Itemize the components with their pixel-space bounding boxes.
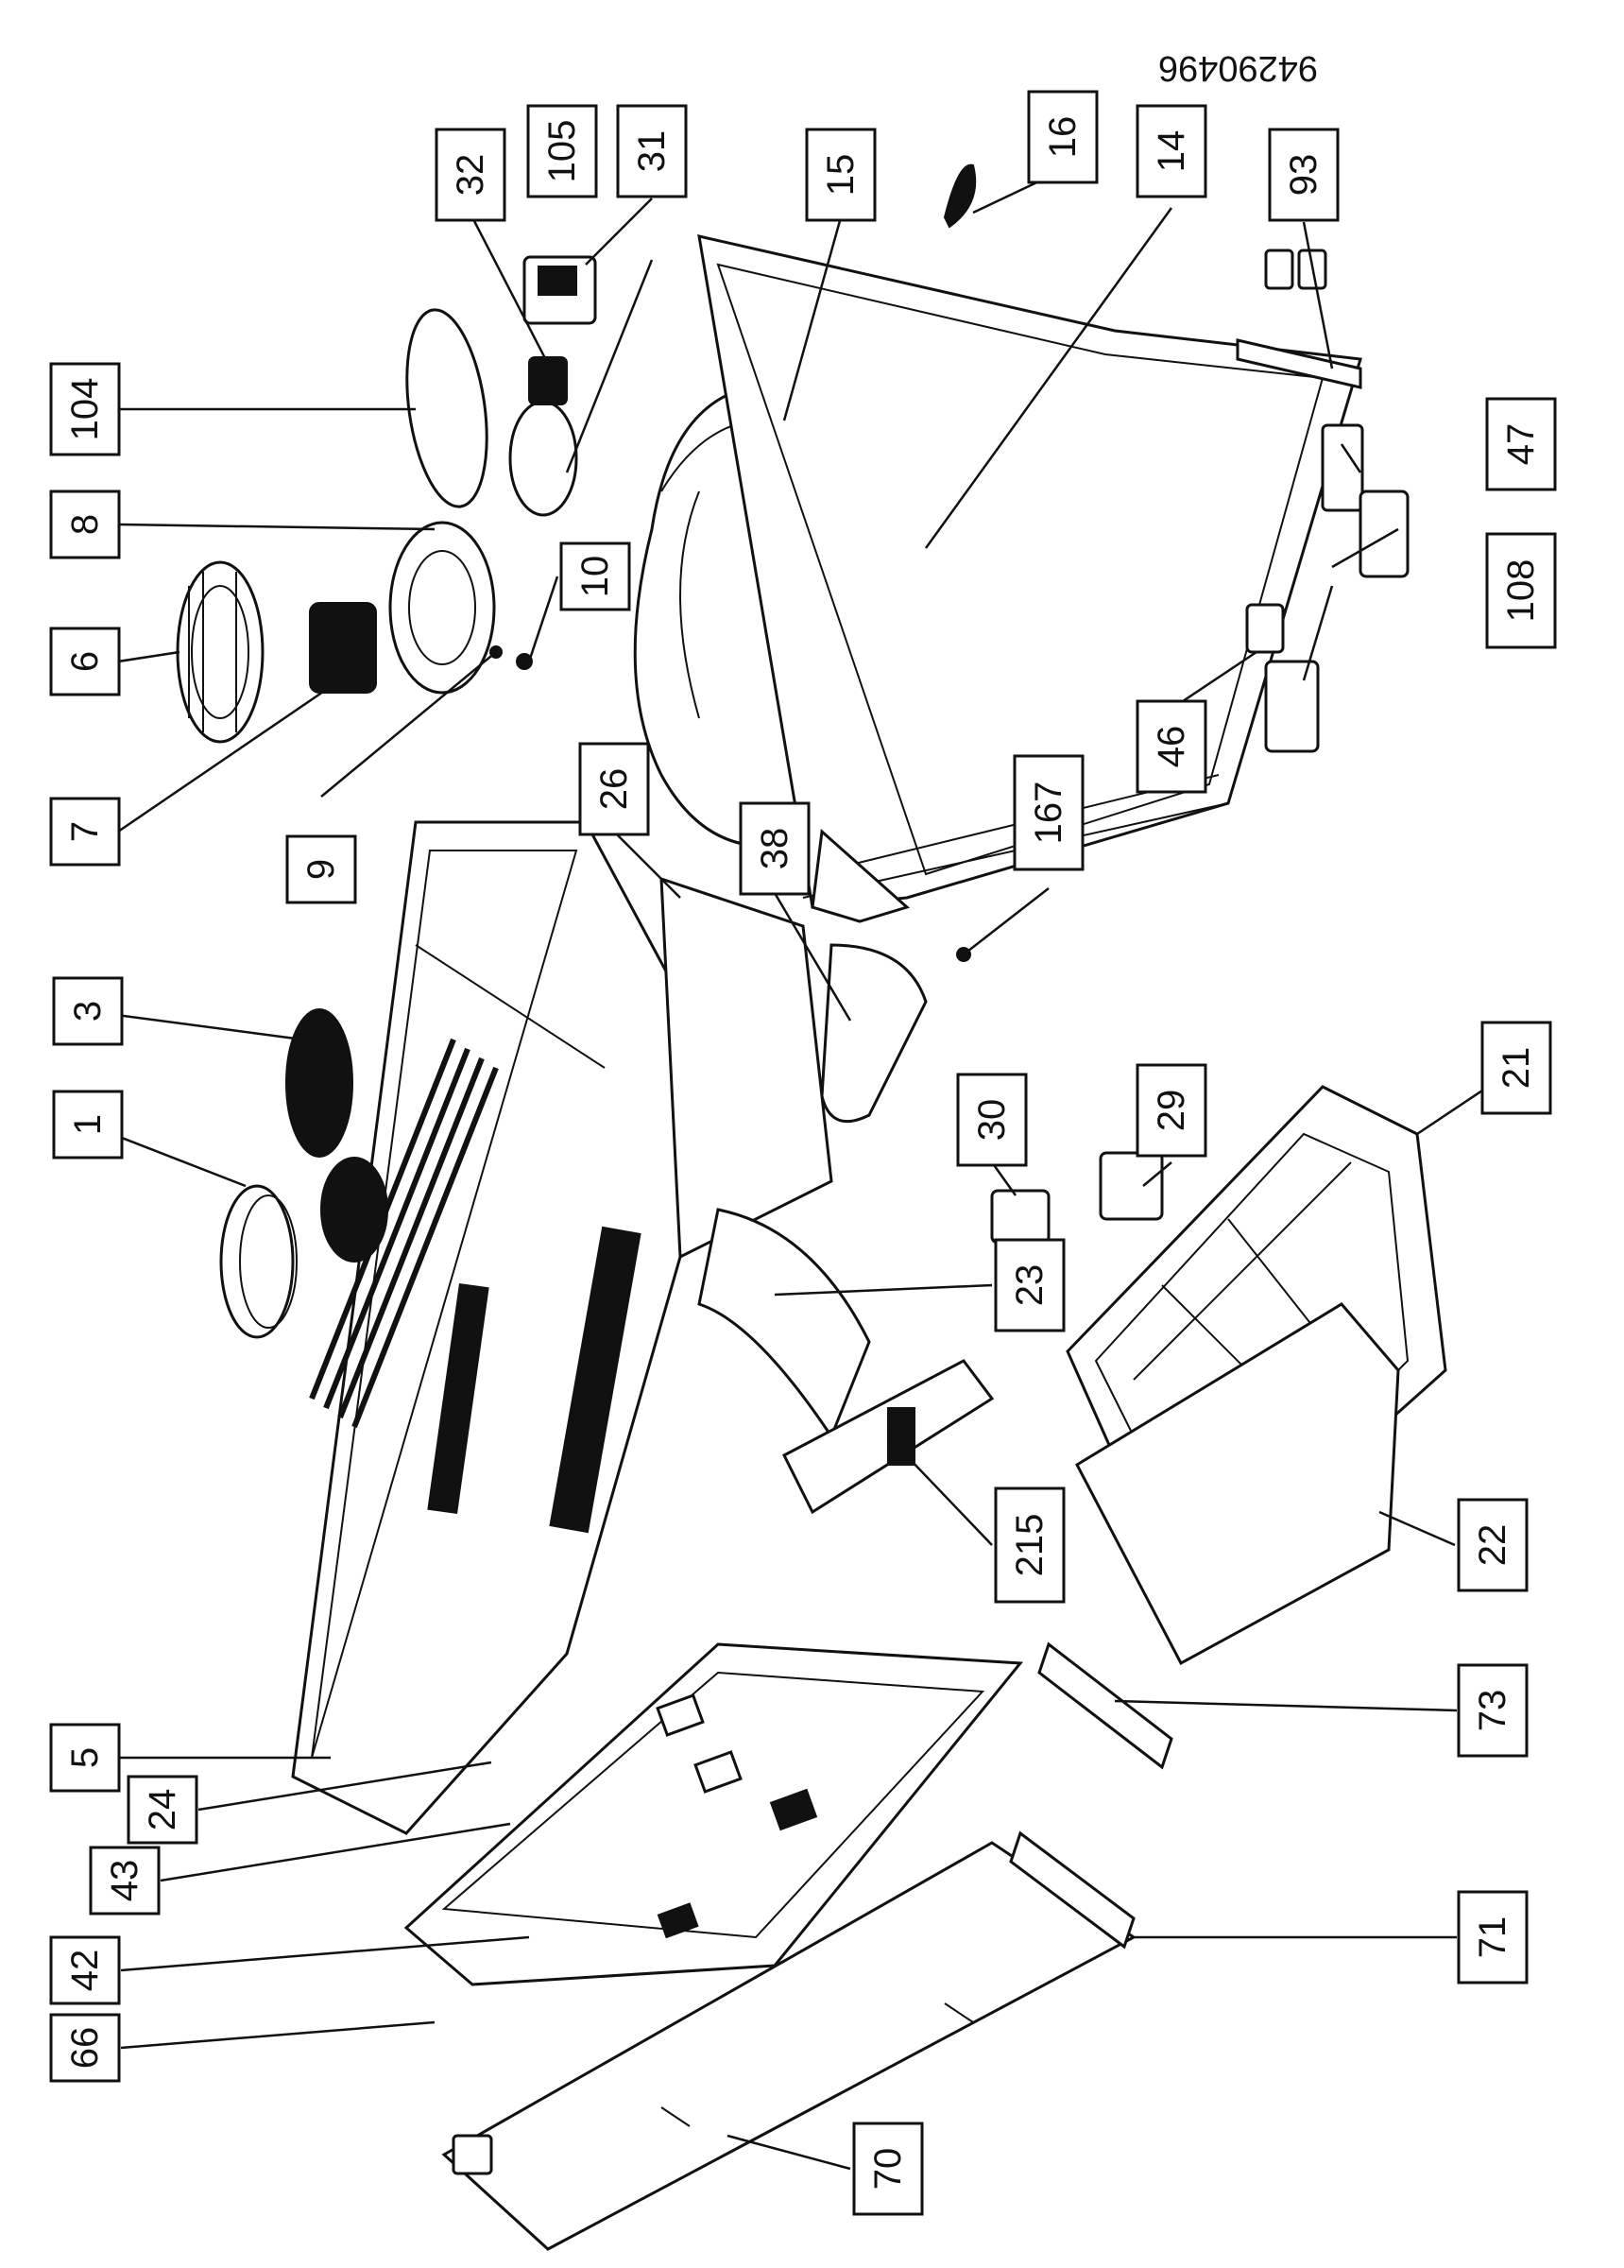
clip (943, 163, 977, 229)
callout-14: 14 (1136, 104, 1207, 198)
svg-text:3: 3 (67, 1001, 109, 1022)
svg-text:31: 31 (631, 130, 673, 173)
collar-and-cap (219, 1008, 353, 1339)
glass-panel (441, 1641, 1173, 2251)
svg-text:26: 26 (593, 768, 635, 811)
callout-108: 108 (1485, 532, 1557, 649)
callout-105: 105 (526, 104, 598, 198)
svg-text:71: 71 (1472, 1916, 1513, 1959)
callout-8: 8 (49, 490, 121, 559)
svg-text:5: 5 (64, 1747, 106, 1768)
svg-text:93: 93 (1283, 154, 1325, 197)
callout-22: 22 (1457, 1498, 1529, 1592)
svg-text:66: 66 (64, 2027, 106, 2070)
svg-text:24: 24 (142, 1789, 183, 1831)
callout-73: 73 (1457, 1663, 1529, 1758)
svg-text:47: 47 (1500, 423, 1542, 466)
callout-21: 21 (1480, 1021, 1552, 1115)
svg-text:21: 21 (1496, 1047, 1537, 1090)
svg-text:108: 108 (1500, 559, 1542, 623)
callout-46: 46 (1136, 699, 1207, 794)
svg-text:105: 105 (541, 120, 583, 183)
mounting-plates (990, 1151, 1164, 1245)
front-panel (403, 1642, 1024, 1986)
callout-104: 104 (49, 362, 121, 456)
callout-10: 10 (559, 541, 631, 611)
svg-text:104: 104 (64, 378, 106, 441)
callout-167: 167 (1013, 754, 1085, 871)
svg-text:14: 14 (1151, 130, 1192, 173)
svg-text:38: 38 (754, 828, 795, 870)
callout-215: 215 (994, 1486, 1066, 1604)
svg-text:215: 215 (1009, 1514, 1051, 1577)
callout-47: 47 (1485, 397, 1557, 491)
svg-text:46: 46 (1151, 726, 1192, 768)
callout-9: 9 (285, 834, 357, 904)
hood-body (291, 820, 720, 1835)
callout-24: 24 (127, 1775, 198, 1845)
svg-text:1: 1 (67, 1114, 109, 1135)
callout-29: 29 (1136, 1063, 1207, 1158)
svg-text:16: 16 (1042, 116, 1084, 159)
callout-31: 31 (616, 104, 688, 198)
callout-38: 38 (739, 801, 811, 896)
callout-3: 3 (52, 976, 124, 1046)
svg-text:32: 32 (450, 154, 491, 197)
rear-handle (659, 876, 928, 1260)
svg-text:23: 23 (1009, 1264, 1051, 1307)
svg-text:70: 70 (867, 2148, 909, 2191)
svg-text:43: 43 (104, 1860, 145, 1902)
leader-lines (87, 168, 1517, 2171)
fan-assembly (176, 521, 533, 744)
callout-71: 71 (1457, 1890, 1529, 1984)
callout-32: 32 (435, 128, 506, 222)
svg-text:73: 73 (1472, 1690, 1513, 1732)
brackets (1245, 423, 1410, 753)
svg-text:7: 7 (64, 821, 106, 842)
svg-text:30: 30 (971, 1099, 1013, 1142)
svg-text:6: 6 (64, 651, 106, 672)
callout-93: 93 (1268, 128, 1340, 222)
callout-23: 23 (994, 1238, 1066, 1332)
callout-66: 66 (49, 2013, 121, 2083)
callout-70: 70 (852, 2122, 924, 2216)
callout-7: 7 (49, 797, 121, 867)
callout-42: 42 (49, 1935, 121, 2005)
callout-1: 1 (52, 1090, 124, 1160)
svg-text:9: 9 (300, 859, 342, 880)
callout-15: 15 (805, 128, 877, 222)
callout-6: 6 (49, 627, 121, 696)
callout-26: 26 (578, 742, 650, 836)
svg-text:22: 22 (1472, 1524, 1513, 1567)
callout-43: 43 (89, 1846, 161, 1916)
lamp-assembly (405, 255, 597, 517)
document-number: 94290496 (1158, 48, 1318, 88)
callout-5: 5 (49, 1723, 121, 1793)
svg-text:8: 8 (64, 514, 106, 535)
callout-30: 30 (956, 1073, 1028, 1167)
svg-text:167: 167 (1028, 782, 1069, 845)
svg-text:15: 15 (820, 154, 862, 197)
svg-text:42: 42 (64, 1950, 106, 1992)
grease-filters (1066, 1085, 1447, 1666)
svg-text:10: 10 (574, 556, 616, 598)
visor-cover (697, 1208, 995, 1515)
svg-text:29: 29 (1151, 1090, 1192, 1132)
callout-16: 16 (1027, 90, 1099, 184)
